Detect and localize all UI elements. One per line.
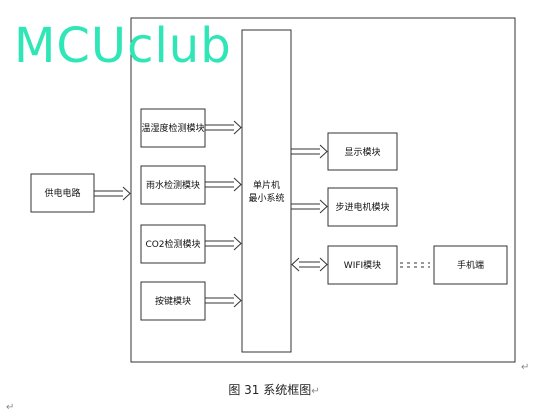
caption-return-mark: ↵ (311, 386, 320, 397)
outer-frame (130, 17, 516, 363)
watermark-logo: MCUclub (14, 18, 232, 74)
mcu-box (241, 29, 292, 353)
bottom-return-mark: ↵ (6, 402, 15, 413)
arrow-mcu-wifi-bidirectional (291, 257, 328, 272)
frame-return-mark: ↵ (521, 362, 530, 373)
mcu-label-line1: 单片机 (253, 179, 280, 191)
temp-humidity-label: 温湿度检测模块 (141, 122, 204, 134)
arrow-rain-to-mcu (205, 177, 242, 192)
stepper-label: 步进电机模块 (335, 201, 389, 213)
arrow-mcu-to-stepper (291, 199, 328, 214)
temp-humidity-box (140, 108, 206, 148)
wireless-link-wifi-phone (400, 262, 430, 268)
phone-box (433, 245, 508, 285)
figure-caption: 图 31 系统框图↵ (0, 381, 548, 398)
arrow-power-to-frame (94, 186, 131, 201)
keys-label: 按键模块 (155, 295, 191, 307)
power-label: 供电电路 (44, 187, 80, 199)
caption-text: 图 31 系统框图 (228, 383, 312, 397)
arrow-co2-to-mcu (205, 236, 242, 251)
display-label: 显示模块 (344, 146, 380, 158)
display-box (327, 132, 398, 171)
rain-label: 雨水检测模块 (146, 179, 200, 191)
arrow-mcu-to-display (291, 144, 328, 159)
wifi-label: WIFI模块 (344, 259, 381, 271)
rain-box (140, 165, 206, 205)
power-box (30, 173, 95, 213)
arrow-keys-to-mcu (205, 293, 242, 308)
stepper-box (327, 187, 398, 227)
mcu-label-line2: 最小系统 (248, 192, 284, 204)
keys-box (140, 281, 206, 321)
co2-box (140, 224, 206, 264)
wifi-box (327, 245, 398, 285)
co2-label: CO2检测模块 (145, 238, 200, 250)
phone-label: 手机端 (457, 259, 484, 271)
arrow-temp-to-mcu (205, 120, 242, 135)
